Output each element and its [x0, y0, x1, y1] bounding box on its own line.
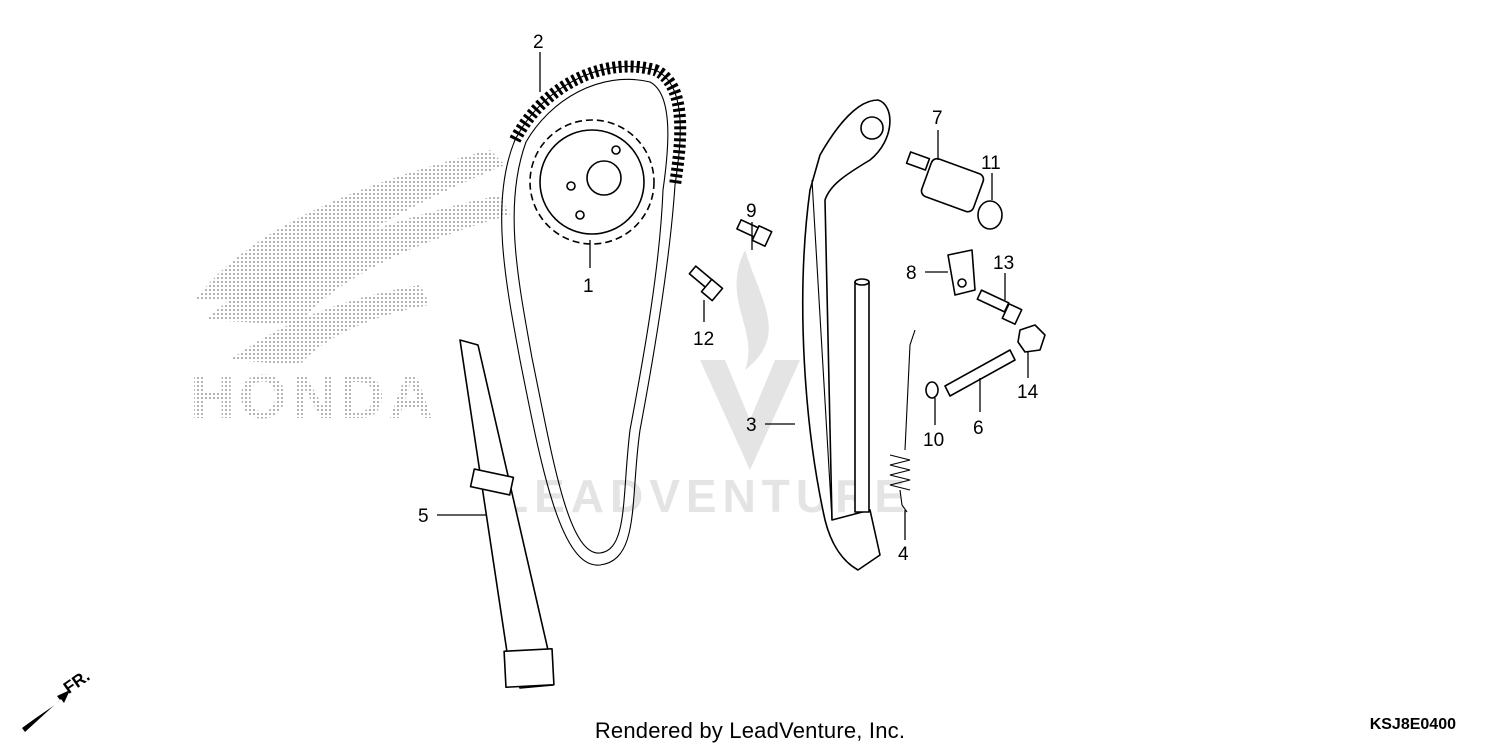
tensioner-stud [944, 349, 1016, 397]
callout-numbers: 1 2 3 4 5 6 7 8 9 10 11 12 13 14 [418, 32, 1039, 565]
callout-14[interactable]: 14 [1017, 382, 1039, 403]
nut-14 [1017, 324, 1046, 353]
bolt-13 [976, 289, 1023, 326]
callout-10[interactable]: 10 [923, 430, 944, 451]
honda-watermark-logo: HONDA [190, 150, 510, 432]
leader-lines [437, 52, 1029, 540]
callout-3[interactable]: 3 [746, 415, 757, 436]
svg-text:HONDA: HONDA [190, 363, 437, 432]
cam-chain-guide [459, 339, 555, 689]
bolt-12 [688, 265, 724, 302]
stopper-plate [947, 249, 976, 296]
front-direction-arrow [22, 690, 70, 732]
callout-8[interactable]: 8 [906, 263, 917, 284]
svg-text:LEADVENTURE: LEADVENTURE [500, 470, 911, 522]
tensioner-pushrod [854, 278, 870, 513]
callout-1[interactable]: 1 [583, 276, 594, 297]
cam-chain [501, 60, 687, 566]
callout-11[interactable]: 11 [981, 153, 1001, 174]
washer-10 [925, 381, 939, 399]
diagram-code: KSJ8E0400 [1369, 716, 1456, 733]
callout-9[interactable]: 9 [746, 201, 757, 222]
tensioner-lifter [905, 151, 985, 213]
o-ring-11 [977, 200, 1003, 230]
bolt-9 [736, 219, 773, 248]
callout-2[interactable]: 2 [533, 32, 544, 53]
callout-13[interactable]: 13 [993, 253, 1014, 274]
cam-sprocket [529, 119, 655, 245]
rendered-by-credit: Rendered by LeadVenture, Inc. [594, 718, 906, 743]
callout-4[interactable]: 4 [898, 544, 909, 565]
callout-6[interactable]: 6 [973, 418, 984, 439]
callout-7[interactable]: 7 [932, 108, 943, 129]
tensioner-arm [801, 99, 891, 571]
callout-5[interactable]: 5 [418, 506, 429, 527]
tensioner-spring [889, 329, 916, 513]
callout-12[interactable]: 12 [693, 329, 714, 350]
